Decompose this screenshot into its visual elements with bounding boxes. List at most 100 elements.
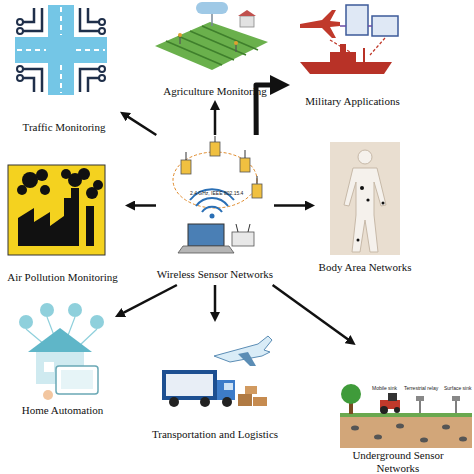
traffic-icon-part xyxy=(80,69,102,92)
military-icon-part xyxy=(300,62,392,74)
traffic-icon-part xyxy=(99,19,105,25)
agriculture-icon-part xyxy=(155,22,268,70)
traffic-icon-part xyxy=(80,8,102,31)
traffic-icon-part xyxy=(76,49,105,51)
military-icon-part xyxy=(300,10,340,38)
wsn-icon-part xyxy=(245,150,246,158)
application-node: Underground Sensor Networks xyxy=(340,345,474,474)
underground-icon-part xyxy=(340,413,472,417)
node-label: Home Automation xyxy=(10,404,115,417)
node-label: Underground Sensor Networks xyxy=(345,449,451,474)
underground-icon-part xyxy=(394,407,400,413)
agriculture-icon-part xyxy=(196,2,228,14)
wsn-icon-part xyxy=(236,224,238,232)
agriculture-icon-part xyxy=(166,26,258,65)
agriculture-icon-part xyxy=(179,36,180,44)
node-label: Air Pollution Monitoring xyxy=(0,271,125,284)
arrow-connector xyxy=(119,285,176,315)
underground-icon-part xyxy=(341,384,361,404)
traffic-icon-part xyxy=(17,28,23,34)
air-pollution-icon-part xyxy=(18,188,79,246)
home-icon-part xyxy=(40,303,54,317)
air-pollution-icon-part xyxy=(36,169,48,181)
agriculture-icon-part xyxy=(238,10,256,16)
traffic-icon-part xyxy=(17,49,46,51)
air-pollution-icon-part xyxy=(40,185,50,195)
traffic-icon-part xyxy=(17,75,23,81)
military-icon-part xyxy=(330,52,356,62)
transport-icon-part xyxy=(166,374,213,396)
application-node: Air Pollution Monitoring xyxy=(0,160,125,286)
home-icon-part xyxy=(61,370,93,389)
military-icon-part xyxy=(346,5,368,35)
air-pollution-icon-part xyxy=(86,206,94,246)
transport-icon-part xyxy=(217,380,235,400)
underground-icon-part xyxy=(380,406,388,414)
body-icon xyxy=(330,142,400,255)
traffic-icon-part xyxy=(15,37,107,63)
node-label: Transportation and Logistics xyxy=(137,428,293,441)
wsn-icon-part xyxy=(186,152,187,160)
agriculture-icon-part xyxy=(211,14,213,26)
transport-icon-part xyxy=(200,397,210,407)
underground-icon-part xyxy=(351,426,359,431)
icon-caption: Surface sink xyxy=(444,386,472,392)
underground-icon-part xyxy=(374,435,382,440)
agriculture-icon-part xyxy=(235,44,236,52)
application-node: Military Applications xyxy=(290,0,415,110)
traffic-icon-part xyxy=(99,28,105,34)
transport-icon-part xyxy=(253,397,267,406)
traffic-icon-part xyxy=(20,69,42,92)
military-icon-part xyxy=(340,25,372,27)
icon-caption: Terrestrial relay xyxy=(404,386,438,392)
air-pollution-icon xyxy=(8,165,105,255)
node-label: Agriculture Monitoring xyxy=(140,85,290,98)
wsn-icon-part xyxy=(210,142,220,156)
underground-icon-part xyxy=(340,416,472,448)
application-node: Agriculture Monitoring xyxy=(140,0,290,100)
military-icon-part xyxy=(340,44,346,52)
air-pollution-icon-part xyxy=(8,165,105,255)
arrow-connector xyxy=(274,204,310,207)
home-icon-part xyxy=(56,366,98,394)
wsn-icon-part xyxy=(173,152,257,208)
military-icon-part xyxy=(363,48,365,62)
arrow-connector xyxy=(256,85,280,135)
body-icon-part xyxy=(330,142,400,255)
underground-icon-part xyxy=(455,400,457,413)
arrow-connector xyxy=(124,114,156,135)
traffic-icon-part xyxy=(60,7,62,35)
agriculture-icon-part xyxy=(240,16,254,27)
wsn-icon-part xyxy=(188,224,224,246)
application-node: Transportation and Logistics xyxy=(145,322,285,444)
underground-icon-part xyxy=(459,437,467,442)
home-icon xyxy=(19,303,104,400)
application-node: Home Automation xyxy=(10,305,115,420)
application-node: Body Area Networks xyxy=(315,140,415,275)
traffic-icon-part xyxy=(20,8,42,31)
wsn-icon-part xyxy=(240,158,250,172)
home-icon-part xyxy=(28,328,92,352)
air-pollution-icon-part xyxy=(93,180,103,190)
underground-icon-part xyxy=(442,425,450,430)
icon-caption: 2.4 GHz, IEEE 802.15.4 xyxy=(190,191,243,197)
transport-icon-part xyxy=(238,352,256,366)
wsn-icon-part xyxy=(232,232,254,246)
wsn-icon-part xyxy=(215,136,216,142)
air-pollution-icon-part xyxy=(78,168,90,180)
traffic-icon xyxy=(15,5,107,95)
body-icon-part xyxy=(366,198,369,201)
air-pollution-icon-part xyxy=(61,169,71,179)
military-icon-part xyxy=(372,16,398,36)
underground-icon-part xyxy=(419,400,421,413)
home-icon-part xyxy=(68,303,82,317)
underground-icon-part xyxy=(396,424,404,429)
arrow-connector xyxy=(130,204,156,207)
traffic-icon-part xyxy=(17,19,23,25)
wsn-icon xyxy=(173,136,262,253)
arrow-connector xyxy=(214,285,217,317)
underground-icon-part xyxy=(416,396,424,401)
